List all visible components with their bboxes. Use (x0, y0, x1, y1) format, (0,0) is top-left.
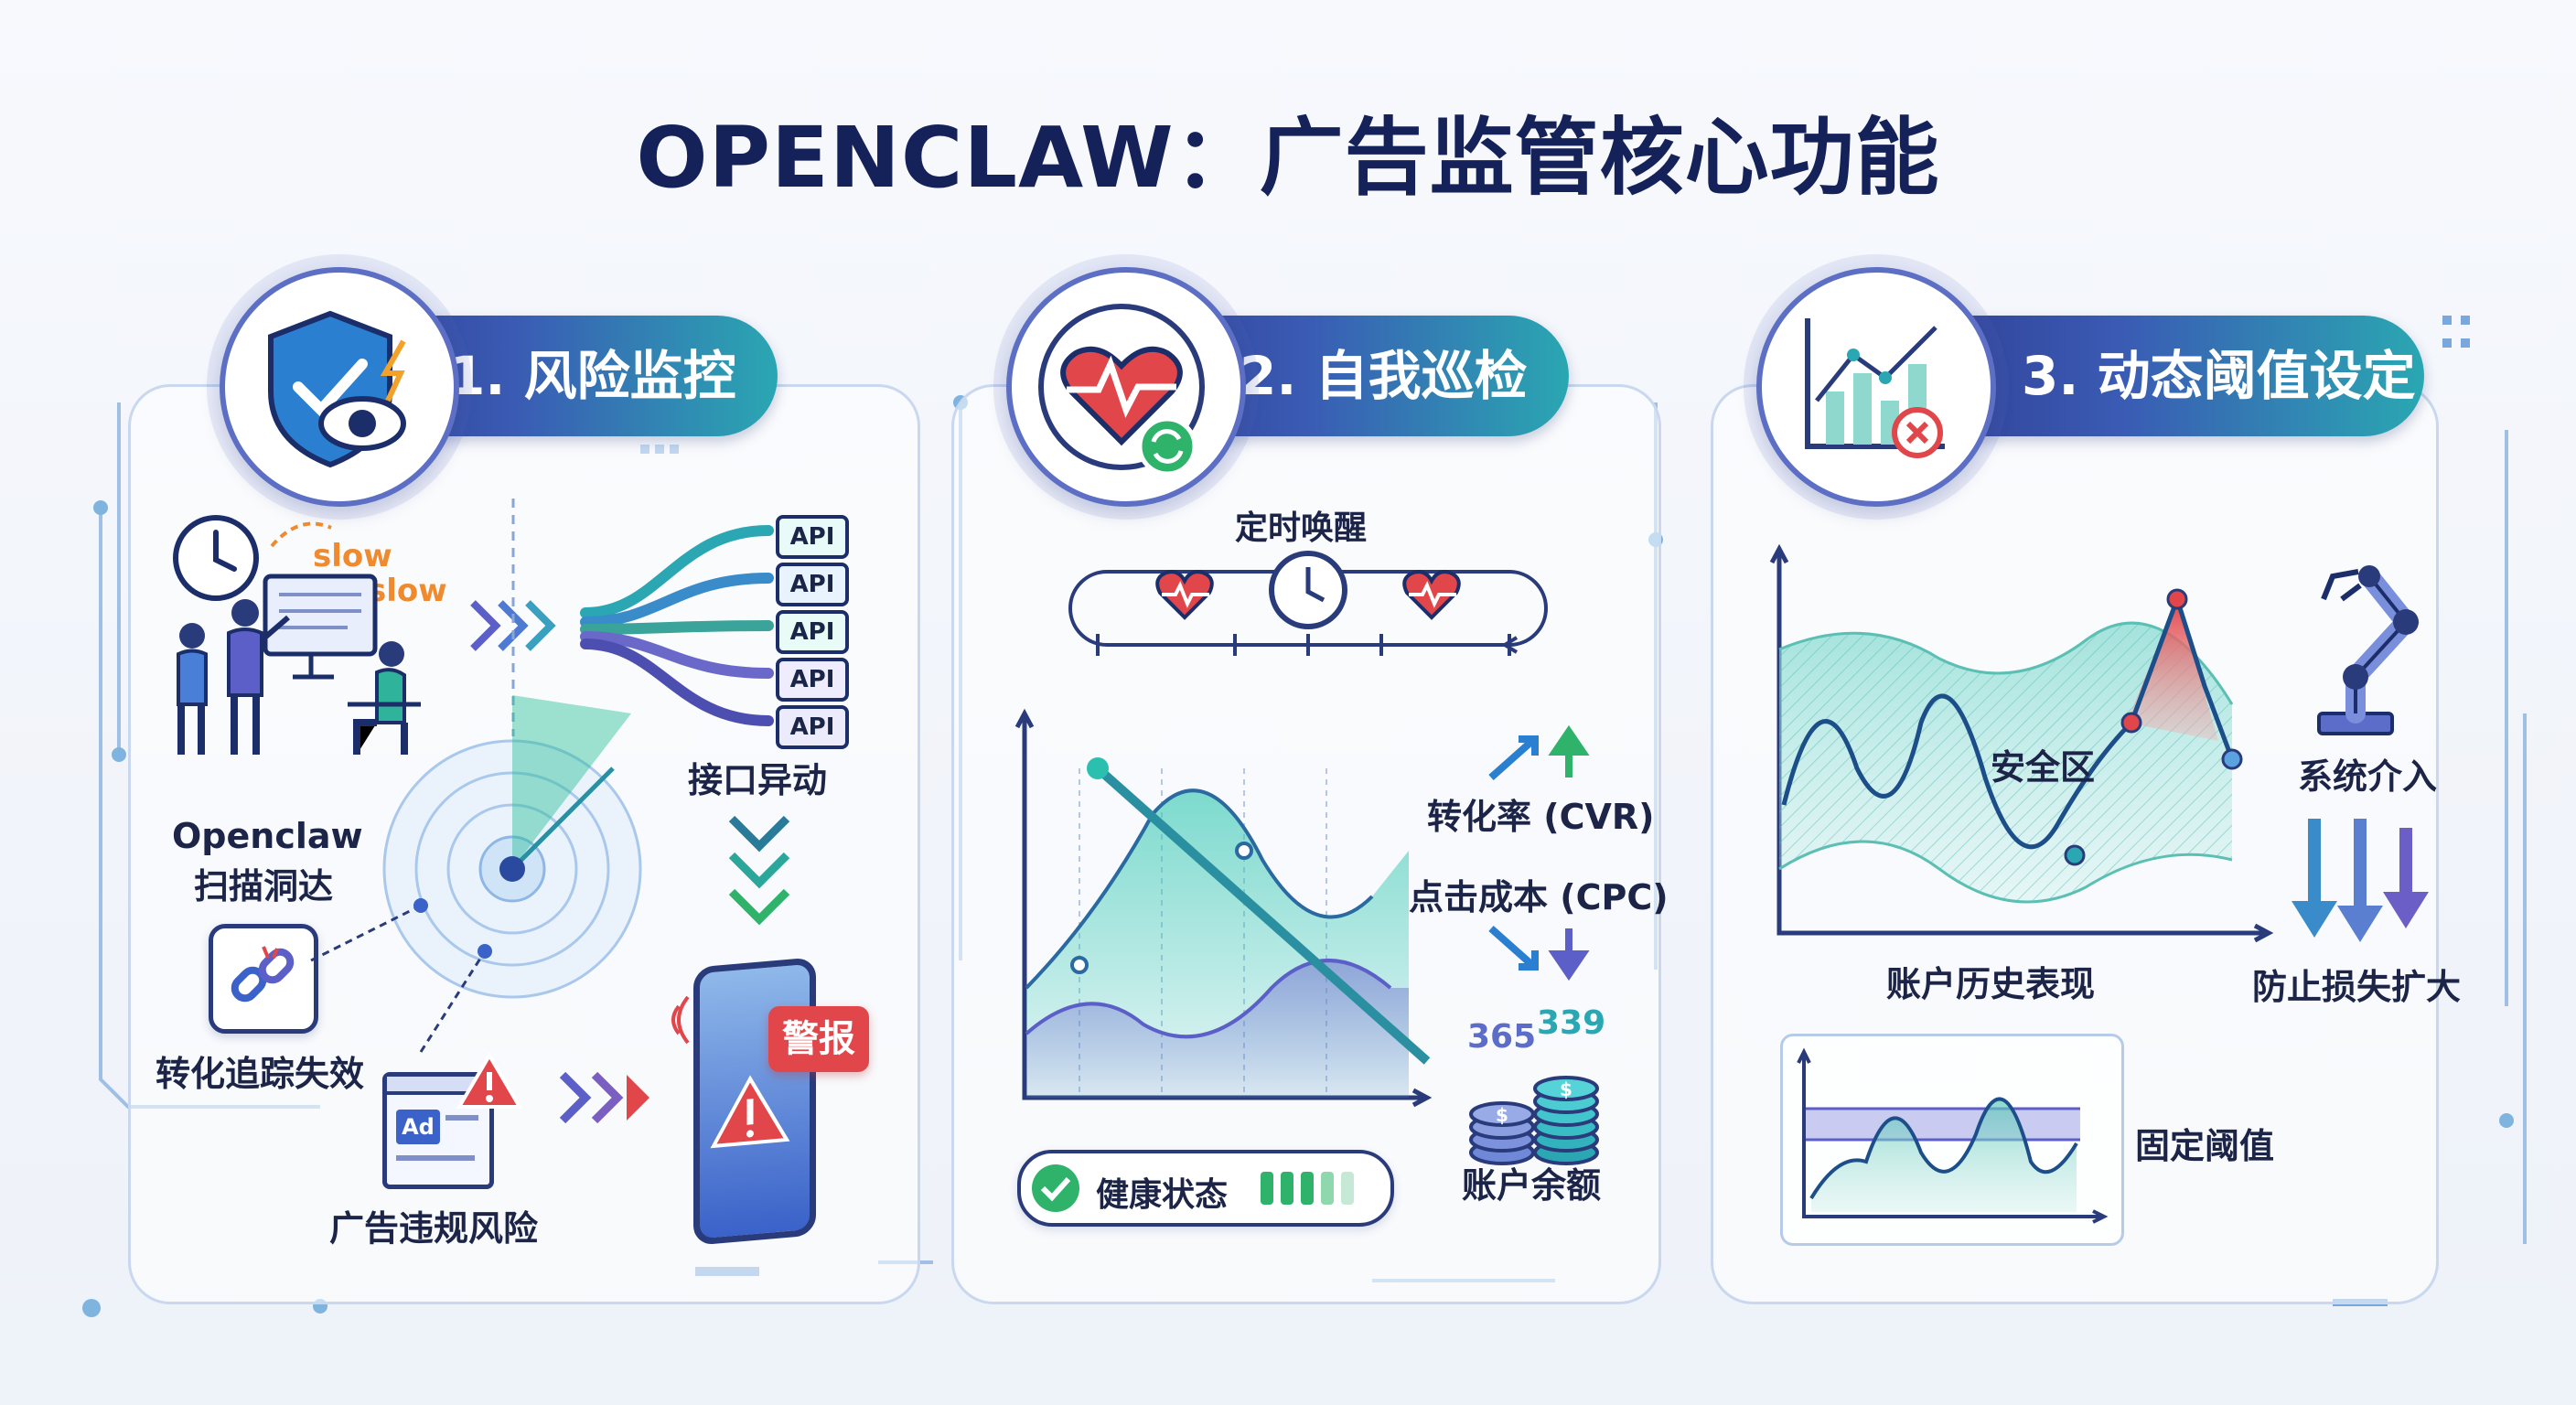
robot-arm-icon (2317, 565, 2420, 735)
svg-text:$: $ (1496, 1104, 1508, 1126)
slow-text-1: slow (313, 538, 392, 574)
safe-zone-label: 安全区 (1991, 747, 2096, 788)
health-status-bar: 健康状态 (1017, 1150, 1394, 1227)
down-chevrons-icon (728, 815, 790, 926)
health-segment (1301, 1172, 1314, 1205)
ad-text-line (445, 1115, 478, 1121)
scheduled-loop (1068, 570, 1548, 656)
chain-broken-icon (209, 924, 318, 1034)
balance-label: 账户余额 (1462, 1165, 1602, 1206)
ad-window-icon: Ad (382, 1072, 494, 1189)
flow-arrows-icon (470, 600, 556, 651)
chart-error-badge (1756, 267, 1996, 507)
ad-badge: Ad (396, 1110, 440, 1144)
cpc-label: 点击成本 (CPC) (1409, 877, 1669, 917)
shield-eye-badge (220, 267, 459, 507)
heart-icon (1155, 570, 1214, 620)
inspection-trend-chart (1014, 708, 1433, 1108)
svg-text:$: $ (1560, 1078, 1572, 1100)
fixed-threshold-label: 固定阈值 (2135, 1126, 2275, 1166)
tracking-failure-label: 转化追踪失效 (156, 1054, 365, 1094)
page-title: OPENCLAW：广告监管核心功能 (636, 109, 1940, 207)
cpc-down-arrows-icon (1488, 926, 1590, 981)
phone-alert-icon (693, 957, 816, 1246)
vertical-dashed-line (511, 499, 515, 736)
dashed-connectors (310, 898, 492, 1053)
team-workstation-illustration (177, 574, 421, 755)
chart-error-icon (1805, 318, 1945, 458)
radar-label-line1: Openclaw (172, 816, 363, 856)
health-segment (1341, 1172, 1354, 1205)
safe-zone-chart (1769, 543, 2274, 943)
ad-text-line (396, 1155, 475, 1161)
cvr-up-arrows-icon (1488, 724, 1590, 780)
cvr-label: 转化率 (CVR) (1427, 797, 1655, 837)
ad-violation-label: 广告违规风险 (329, 1208, 539, 1249)
radar-scanner (382, 695, 642, 999)
down-arrows-icon (2292, 819, 2429, 942)
shield-eye-icon (268, 310, 406, 468)
coin-value-2: 339 (1537, 1004, 1606, 1042)
heart-icon (1402, 570, 1461, 620)
history-label: 账户历史表现 (1886, 964, 2096, 1004)
api-tag: API (776, 515, 849, 559)
api-tag: API (776, 563, 849, 606)
clock-icon (173, 515, 259, 601)
coin-stack-icon: $ $ (1469, 1076, 1599, 1165)
health-level-segments (1261, 1172, 1370, 1205)
system-intervene-label: 系统介入 (2298, 756, 2438, 797)
signal-waves-icon (671, 995, 690, 1045)
stop-loss-label: 防止损失扩大 (2252, 967, 2462, 1007)
health-segment (1281, 1172, 1293, 1205)
fixed-threshold-chart (1797, 1047, 2109, 1224)
heart-refresh-badge (1006, 267, 1246, 507)
health-segment (1321, 1172, 1334, 1205)
health-status-label: 健康状态 (1096, 1176, 1229, 1214)
api-tag: API (776, 658, 849, 702)
interface-change-label: 接口异动 (688, 760, 828, 800)
coin-value-1: 365 (1467, 1018, 1537, 1056)
scheduled-wake-label: 定时唤醒 (1235, 509, 1368, 547)
slow-text-2: slow (368, 573, 447, 609)
api-tag: API (776, 705, 849, 749)
alert-text: 警报 (782, 1018, 855, 1060)
health-segment (1261, 1172, 1273, 1205)
api-tag: API (776, 610, 849, 654)
alert-badge: 警报 (768, 1006, 869, 1072)
check-circle-icon (1032, 1164, 1079, 1212)
radar-label-line2: 扫描洞达 (193, 866, 333, 906)
clock-icon (1269, 551, 1347, 629)
ad-window-titlebar (387, 1077, 489, 1095)
warning-triangle-icon (456, 1052, 523, 1109)
heart-refresh-icon (1038, 304, 1205, 477)
api-cables (580, 525, 774, 726)
alert-arrows-icon (559, 1071, 649, 1124)
